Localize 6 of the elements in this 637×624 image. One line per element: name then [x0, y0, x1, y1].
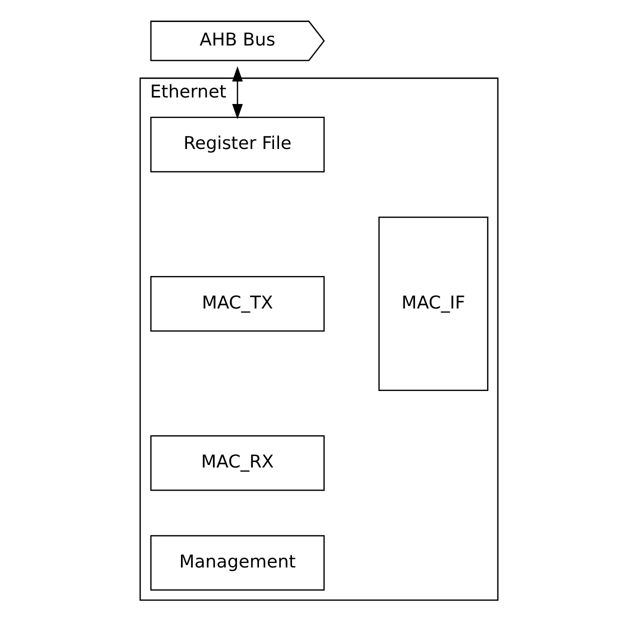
- arrow: [232, 66, 242, 120]
- node-box: MAC_RX: [150, 435, 324, 491]
- node-box: MAC_TX: [150, 276, 324, 332]
- node-box: Register File: [150, 116, 324, 172]
- node-box: MAC_IF: [378, 216, 488, 391]
- node-box: Management: [150, 535, 324, 591]
